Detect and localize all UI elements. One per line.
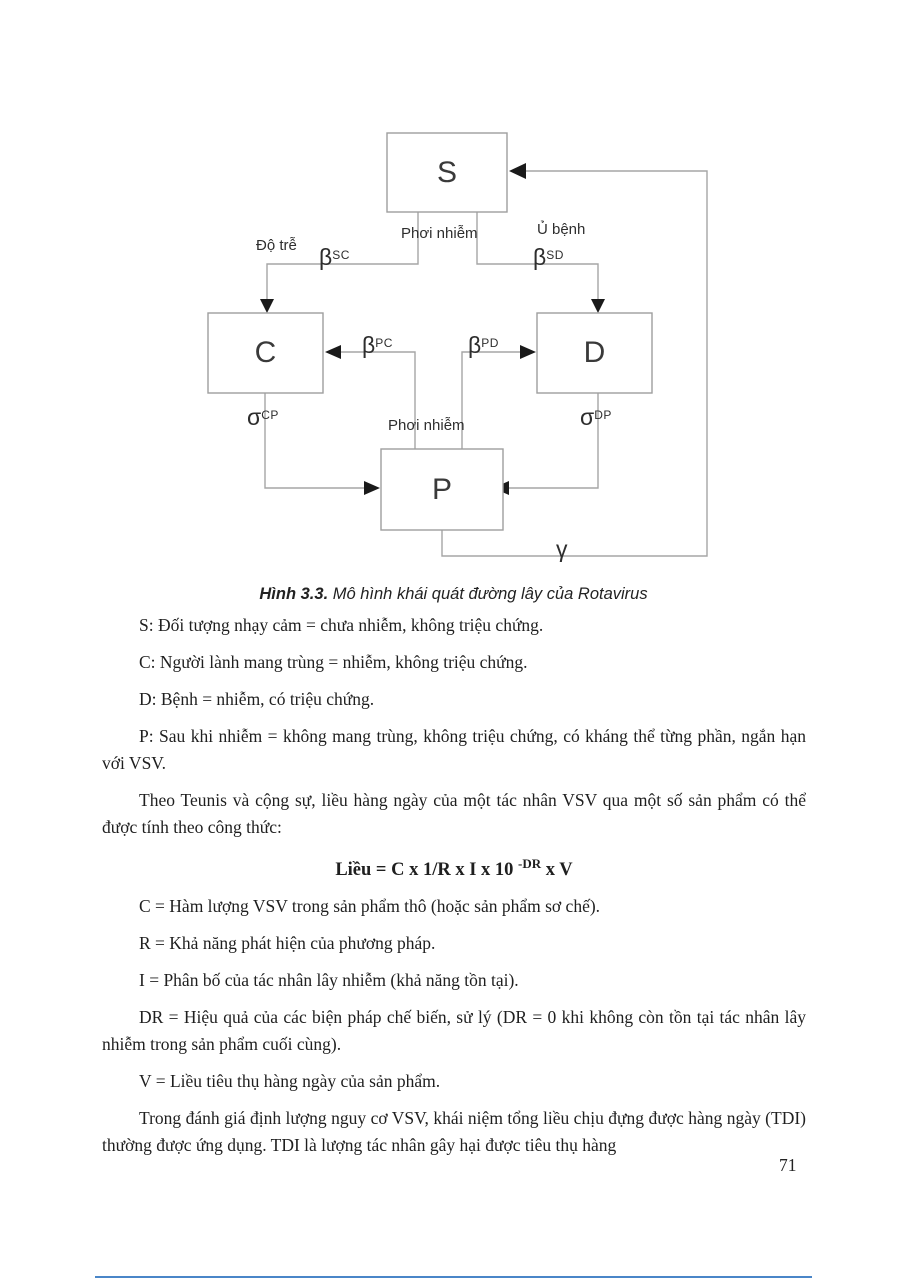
sigma-symbol: σ [580,404,595,430]
sigma-dp-sup: DP [594,408,612,422]
paragraph-i-variable: I = Phân bố của tác nhân lây nhiễm (khả … [139,970,519,990]
line-s-to-c [266,212,419,301]
beta-sd-sup: SD [546,248,564,262]
arrow-into-c-top [260,299,274,313]
paragraph-s-definition: S: Đối tượng nhạy cảm = chưa nhiễm, khôn… [139,615,544,635]
beta-symbol: β [319,244,333,270]
label-beta-pd: βPD [468,334,499,357]
figure-caption-number: Hình 3.3. [259,585,329,603]
line-p-to-c [341,351,416,449]
beta-symbol: β [533,244,547,270]
paragraph-v-variable: V = Liều tiêu thụ hàng ngày của sản phẩm… [139,1071,441,1091]
dose-formula: Liều = C x 1/R x I x 10 -DR x V [102,851,806,883]
line-p-to-d [461,351,521,449]
box-s [386,132,508,213]
body-text: S: Đối tượng nhạy cảm = chưa nhiễm, khôn… [102,612,806,1169]
sigma-cp-sup: CP [261,408,279,422]
figure-caption: Hình 3.3. Mô hình khái quát đường lây củ… [0,585,907,604]
line-s-to-d [476,212,599,301]
box-p-letter: P [431,472,452,506]
paragraph-c-definition: C: Người lành mang trùng = nhiễm, không … [139,652,528,672]
line-p-to-s-feedback [441,170,708,557]
state-boxes [207,132,653,531]
connector-lines [264,170,708,557]
paragraph-p-definition: P: Sau khi nhiễm = không mang trùng, khô… [102,726,806,773]
paragraph-teunis-intro: Theo Teunis và cộng sự, liều hàng ngày c… [102,790,806,837]
arrowheads [260,163,605,495]
label-do-tre: Độ trễ [256,237,297,254]
paragraph-tdi: Trong đánh giá định lượng nguy cơ VSV, k… [102,1108,806,1155]
paragraph-dr-variable: DR = Hiệu quả của các biện pháp chế biến… [102,1007,806,1054]
paragraph-c-variable: C = Hàm lượng VSV trong sản phẩm thô (ho… [139,896,601,916]
label-u-benh: Ủ bệnh [537,221,586,238]
label-sigma-cp: σCP [247,406,279,429]
box-p [380,448,504,531]
dose-formula-suffix: x V [541,860,573,880]
dose-formula-prefix: Liều = C x 1/R x I x 10 [335,860,519,880]
label-beta-sc: βSC [319,246,350,269]
transmission-diagram: S C D P Độ trễ Phơi nhiễm Ủ bệnh Phơi nh… [0,0,907,580]
beta-pc-sup: PC [375,336,393,350]
beta-symbol: β [362,332,376,358]
arrow-into-d-top [591,299,605,313]
box-c-letter: C [254,336,277,369]
label-beta-sd: βSD [533,246,564,269]
sigma-symbol: σ [247,404,262,430]
beta-pd-sup: PD [481,336,499,350]
box-d-letter: D [583,336,606,369]
label-phoi-nhiem-bottom: Phơi nhiễm [388,417,465,434]
beta-sc-sup: SC [332,248,350,262]
arrow-into-c-right [325,345,341,359]
box-d [536,312,653,394]
arrow-into-d-left [520,345,536,359]
figure-caption-text: Mô hình khái quát đường lây của Rotaviru… [328,585,648,603]
label-beta-pc: βPC [362,334,393,357]
arrow-into-p-left [364,481,380,495]
footer-rule [95,1276,812,1278]
box-c [207,312,324,394]
label-sigma-dp: σDP [580,406,612,429]
line-c-to-p [264,393,365,489]
paragraph-r-variable: R = Khả năng phát hiện của phương pháp. [139,933,436,953]
arrow-into-s-right [509,163,526,179]
line-d-to-p [508,393,599,489]
diagram-lines-layer [207,132,708,557]
dose-formula-exponent: -DR [518,856,542,871]
paragraph-d-definition: D: Bệnh = nhiễm, có triệu chứng. [139,689,375,709]
label-phoi-nhiem-top: Phơi nhiễm [401,225,478,242]
beta-symbol: β [468,332,482,358]
box-s-letter: S [436,155,457,189]
label-gamma: γ [556,536,568,562]
page-number: 71 [779,1155,797,1175]
